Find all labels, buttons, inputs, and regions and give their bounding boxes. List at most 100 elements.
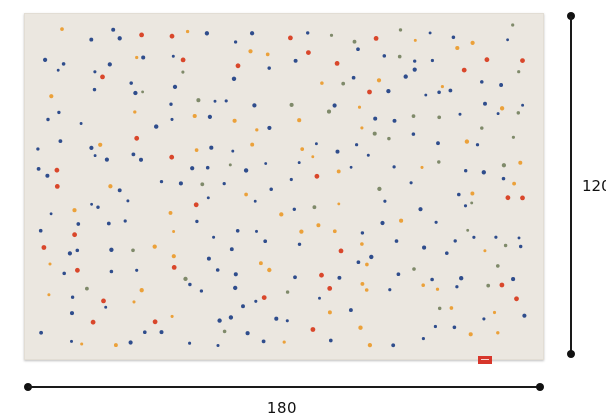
rug-dot — [249, 31, 255, 36]
rug-dot — [46, 117, 50, 122]
rug-dot — [135, 268, 139, 272]
rug-dot — [48, 262, 52, 266]
rug-dot — [481, 170, 486, 175]
rug-dot — [459, 276, 464, 281]
rug-dot — [261, 339, 266, 344]
rug-dot — [297, 242, 302, 247]
rug-dot — [109, 247, 114, 252]
rug-dot — [318, 296, 321, 300]
rug-dot — [455, 45, 460, 51]
rug-dot — [62, 271, 66, 276]
rug-dot — [264, 162, 268, 165]
rug-dot — [90, 319, 96, 325]
rug-image — [24, 13, 544, 364]
rug-dot — [231, 76, 237, 81]
rug-dot — [336, 169, 341, 174]
rug-dot — [437, 90, 441, 95]
rug-dot — [228, 163, 232, 167]
rug-dot — [470, 191, 475, 196]
rug-dot — [98, 142, 103, 147]
rug-dot — [72, 232, 77, 238]
rug-dot — [297, 161, 301, 165]
rug-dot — [472, 235, 476, 239]
rug-dot — [299, 229, 304, 234]
rug-dot — [428, 31, 432, 35]
rug-dot — [517, 70, 521, 74]
rug-dot — [352, 39, 357, 44]
rug-dot — [101, 298, 106, 304]
rug-dot — [41, 245, 47, 250]
rug-dot — [199, 289, 204, 293]
rug-dot — [169, 154, 175, 160]
rug-dot — [437, 306, 442, 311]
rug-dot — [452, 325, 457, 330]
rug-dot — [369, 254, 374, 260]
rug-dot — [496, 112, 500, 116]
rug-dot — [129, 81, 133, 85]
rug-dot — [366, 153, 370, 157]
rug-dot — [250, 142, 255, 147]
rug-dot — [397, 54, 402, 59]
rug-dot — [413, 59, 417, 63]
rug-dot — [327, 310, 332, 315]
rug-dot — [241, 304, 245, 309]
rug-dot — [265, 52, 270, 57]
rug-dot — [194, 148, 199, 152]
brand-tag — [478, 356, 492, 364]
rug-dot — [75, 267, 80, 273]
rug-dot — [421, 283, 425, 287]
rug-dot — [337, 275, 342, 280]
rug-dot — [113, 343, 118, 348]
rug-dot — [355, 143, 359, 147]
rug-dot — [170, 117, 174, 121]
rug-dot — [141, 55, 146, 60]
rug-dot — [376, 78, 382, 83]
rug-dot — [326, 109, 332, 114]
rug-dot — [348, 308, 353, 313]
rug-dot — [285, 319, 289, 323]
rug-dot — [159, 179, 164, 184]
rug-dot — [292, 207, 296, 211]
rug-dot — [468, 332, 473, 337]
rug-dot — [131, 248, 135, 253]
rug-dot — [387, 136, 391, 141]
rug-dot — [293, 275, 297, 280]
rug-dot — [358, 325, 363, 330]
rug-dot — [520, 58, 525, 63]
rug-dot — [494, 235, 498, 239]
width-dimension-line — [28, 386, 541, 388]
rug-dot — [409, 181, 413, 185]
rug-dot — [380, 220, 385, 226]
rug-dot — [412, 67, 417, 72]
rug-dot — [222, 181, 226, 186]
rug-dot — [215, 268, 220, 272]
rug-dot — [196, 98, 201, 103]
rug-dot — [75, 248, 80, 253]
rug-dot — [314, 173, 320, 179]
rug-dot — [56, 68, 60, 72]
rug-dot — [57, 110, 61, 115]
rug-dot — [518, 160, 523, 165]
rug-dot — [483, 101, 487, 106]
rug-dot — [496, 331, 500, 335]
rug-dot — [430, 277, 434, 282]
rug-dot — [49, 212, 53, 216]
rug-dot — [332, 103, 337, 108]
rug-dot — [458, 112, 462, 116]
rug-dot — [360, 281, 365, 286]
rug-dot — [235, 63, 241, 69]
rug-dot — [456, 192, 461, 197]
rug-dot — [386, 88, 391, 94]
rug-dot — [373, 36, 379, 41]
rug-dot — [316, 223, 321, 228]
rug-dot — [269, 187, 273, 192]
rug-dot — [367, 89, 372, 95]
rug-dot — [364, 288, 369, 292]
rug-dot — [171, 265, 177, 270]
rug-dot — [335, 149, 340, 154]
rug-dot — [45, 173, 50, 178]
rug-dot — [245, 331, 250, 336]
rug-dot — [169, 33, 175, 39]
height-line-end-dot — [567, 350, 575, 358]
rug-dot — [224, 99, 228, 103]
